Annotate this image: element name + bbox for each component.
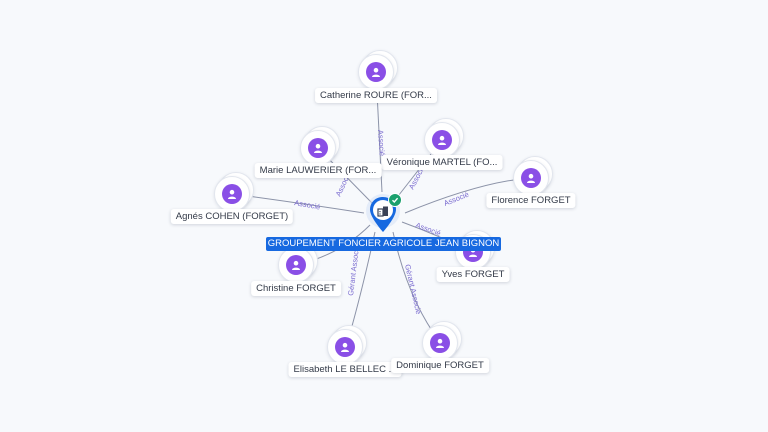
person-icon [335, 337, 355, 357]
person-icon [222, 184, 242, 204]
edge-label-catherine: Associé [376, 130, 387, 157]
node-label-yves: Yves FORGET [436, 267, 510, 282]
person-icon [286, 255, 306, 275]
node-label-christine: Christine FORGET [251, 281, 341, 296]
person-icon [432, 130, 452, 150]
node-label-veronique: Véronique MARTEL (FO... [381, 155, 503, 170]
check-icon [388, 193, 402, 207]
edge-label-dominique: Gérant Associé [403, 263, 423, 315]
company-node[interactable] [366, 193, 402, 234]
node-label-marie: Marie LAUWERIER (FOR... [254, 163, 382, 178]
person-icon [430, 333, 450, 353]
node-label-agnes: Agnés COHEN (FORGET) [170, 209, 294, 224]
edge-label-yves: Associé [414, 220, 442, 237]
company-name-label[interactable]: GROUPEMENT FONCIER AGRICOLE JEAN BIGNON [266, 237, 501, 251]
node-label-catherine: Catherine ROURE (FOR... [315, 88, 437, 103]
person-icon [308, 138, 328, 158]
edge-label-agnes: Associé [294, 198, 321, 211]
person-icon [521, 168, 541, 188]
edge-label-elisabeth: Gérant Associé [346, 245, 361, 297]
node-label-elisabeth: Elisabeth LE BELLEC ... [288, 362, 402, 377]
person-icon [366, 62, 386, 82]
edge-label-florence: Associé [442, 190, 470, 208]
building-icon [377, 204, 389, 217]
node-label-florence: Florence FORGET [486, 193, 576, 208]
node-label-dominique: Dominique FORGET [391, 358, 489, 373]
